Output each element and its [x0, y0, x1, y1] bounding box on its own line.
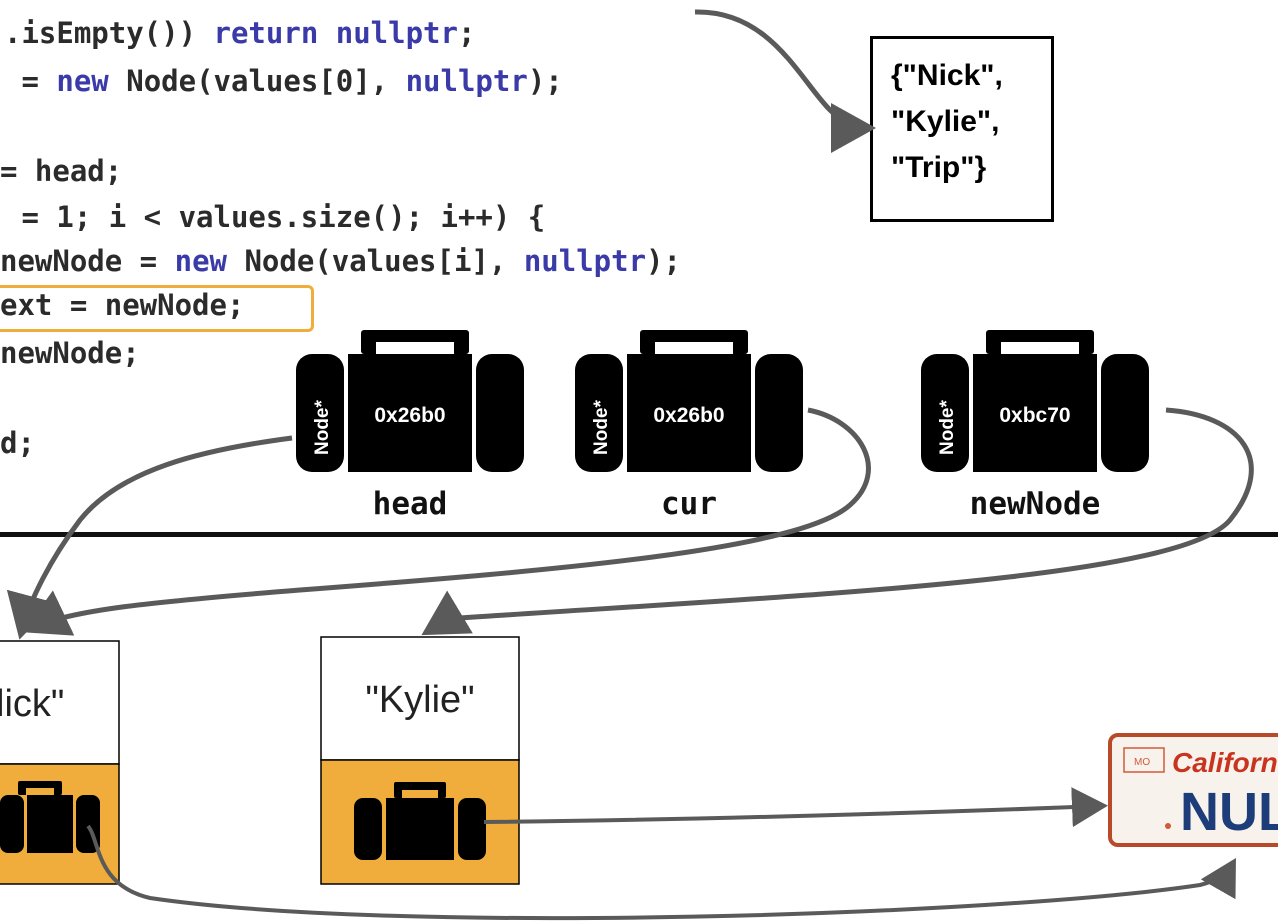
code-line-6: newNode; [0, 336, 140, 370]
newnode-type: Node* [937, 400, 958, 456]
values-vector-box: {"Nick", "Kylie", "Trip"} [870, 36, 1054, 222]
node-kylie-value: "Kylie" [365, 679, 475, 721]
cur-address: 0x26b0 [653, 404, 724, 427]
values-arrow [694, 9, 876, 153]
cur-type: Node* [591, 400, 612, 456]
nick-next-arrow [86, 824, 1236, 921]
code-line-1: = new Node(values[0], nullptr); [4, 64, 563, 98]
head-label: head [372, 486, 448, 522]
cur-suitcase: Node* 0x26b0 [575, 330, 803, 472]
node-nick-value: lick" [0, 683, 65, 725]
values-box-line-2: "Kylie", [891, 105, 1000, 138]
node-kylie [320, 636, 520, 885]
newnode-pointer-arrow [421, 407, 1254, 636]
head-type: Node* [312, 400, 333, 456]
plate-state: Californ [1172, 747, 1278, 778]
code-line-2: = head; [0, 154, 123, 188]
values-box-line-1: {"Nick", [891, 59, 1003, 92]
plate-text: NUL [1180, 782, 1278, 842]
null-license-plate: MO Californ NUL [1108, 733, 1278, 847]
kylie-next-arrow [483, 787, 1108, 828]
code-line-0: .isEmpty()) return nullptr; [4, 16, 476, 50]
newnode-address: 0xbc70 [999, 404, 1070, 427]
cur-label: cur [661, 486, 717, 522]
plate-tag: MO [1134, 757, 1150, 768]
head-address: 0x26b0 [374, 404, 445, 427]
newnode-label: newNode [969, 486, 1101, 522]
highlighted-line-box [0, 285, 314, 332]
values-box-line-3: "Trip"} [891, 151, 987, 184]
node-nick [0, 640, 120, 885]
head-suitcase: Node* 0x26b0 [296, 330, 524, 472]
stack-heap-divider [0, 532, 1278, 537]
code-line-7: d; [0, 426, 35, 460]
newnode-suitcase: Node* 0xbc70 [921, 330, 1149, 472]
cur-pointer-arrow [22, 407, 871, 636]
code-line-3: = 1; i < values.size(); i++) { [4, 200, 546, 234]
code-line-4: newNode = new Node(values[i], nullptr); [0, 244, 681, 278]
code-line-5: ext = newNode; [0, 288, 245, 322]
